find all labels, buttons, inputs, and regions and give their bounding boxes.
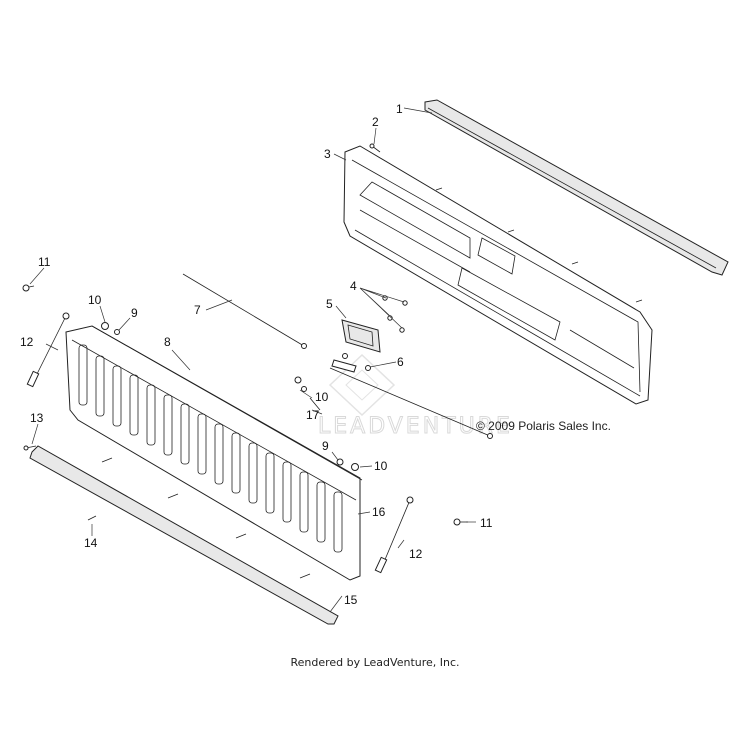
callout-8: 8 bbox=[164, 335, 171, 349]
watermark-text: LEADVENTURE bbox=[318, 414, 513, 439]
footer-credit: Rendered by LeadVenture, Inc. bbox=[290, 656, 460, 669]
copyright-text: © 2009 Polaris Sales Inc. bbox=[476, 419, 611, 433]
callout-9-lower: 9 bbox=[322, 439, 329, 453]
callout-7: 7 bbox=[194, 303, 201, 317]
callout-13: 13 bbox=[30, 411, 44, 425]
part-6-bracket[interactable] bbox=[331, 359, 357, 373]
callout-11-right: 11 bbox=[480, 516, 493, 530]
part-8-outer-panel[interactable] bbox=[65, 325, 363, 581]
panel-ribs bbox=[78, 344, 343, 553]
part-7-rod[interactable] bbox=[182, 273, 307, 349]
callout-15: 15 bbox=[344, 593, 358, 607]
callout-2: 2 bbox=[372, 115, 379, 129]
callout-17: 17 bbox=[306, 408, 320, 422]
part-3-inner-panel[interactable] bbox=[343, 145, 653, 405]
part-1-top-cap[interactable] bbox=[424, 99, 729, 276]
callout-1: 1 bbox=[396, 102, 403, 116]
callout-6: 6 bbox=[397, 355, 404, 369]
callout-14: 14 bbox=[84, 536, 98, 550]
callout-10-upper: 10 bbox=[88, 293, 102, 307]
fasteners[interactable] bbox=[22, 143, 643, 579]
callout-9-upper: 9 bbox=[131, 306, 138, 320]
part-15-bottom-bar[interactable] bbox=[29, 445, 339, 625]
part-12-cable-right[interactable] bbox=[374, 496, 414, 574]
leader-lines bbox=[29, 107, 476, 613]
callout-16: 16 bbox=[372, 505, 386, 519]
part-12-cable-left[interactable] bbox=[26, 312, 70, 388]
callout-3: 3 bbox=[324, 147, 331, 161]
callout-12-right: 12 bbox=[409, 547, 423, 561]
callout-5: 5 bbox=[326, 297, 333, 311]
latch-rod[interactable] bbox=[329, 367, 493, 439]
callout-12-left: 12 bbox=[20, 335, 34, 349]
part-5-latch[interactable] bbox=[341, 319, 381, 353]
callout-11-left: 11 bbox=[38, 255, 51, 269]
callout-10-lower: 10 bbox=[374, 459, 388, 473]
callout-10-middle: 10 bbox=[315, 390, 329, 404]
callout-4: 4 bbox=[350, 279, 357, 293]
